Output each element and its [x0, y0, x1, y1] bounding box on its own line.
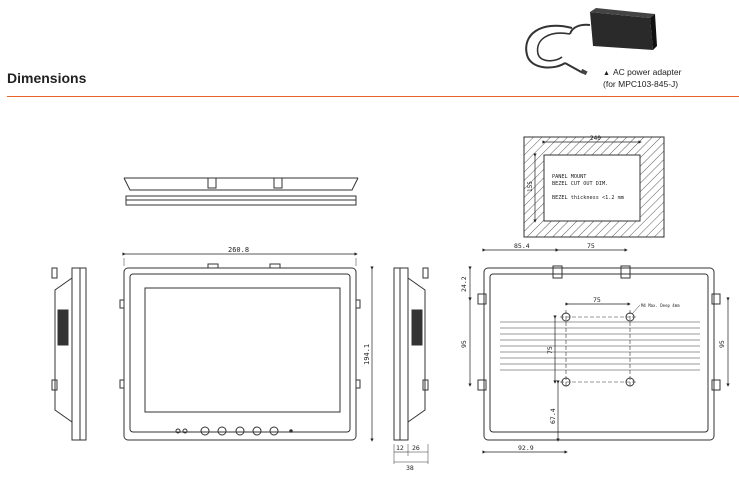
rear-bottom-h: 92.9 — [518, 444, 534, 452]
side-dim-b: 26 — [412, 444, 420, 452]
left-side-view-drawing — [51, 267, 87, 441]
front-height-label: 194.1 — [363, 344, 371, 365]
right-side-view-drawing — [393, 267, 429, 464]
adapter-caption-line1: AC power adapter — [612, 67, 682, 77]
front-width-label: 260.8 — [228, 246, 249, 254]
cutout-note-line3: BEZEL thickness <1.2 mm — [552, 195, 624, 201]
heatsink-fins — [500, 321, 700, 371]
side-dim-c: 38 — [406, 464, 414, 472]
cutout-width-label: 240 — [590, 135, 601, 142]
ac-adapter-image — [525, 8, 657, 76]
rear-top-b: 75 — [587, 242, 595, 250]
cutout-note-line1: PANEL MOUNT — [552, 174, 586, 180]
adapter-caption: ▲AC power adapter (for MPC103-845-J) — [603, 67, 681, 89]
rear-left-mid: 95 — [460, 340, 468, 348]
side-dim-a: 12 — [396, 444, 404, 452]
rear-inner-h: 75 — [593, 296, 601, 304]
rear-right-mid: 95 — [718, 340, 726, 348]
rear-inner-v: 75 — [546, 346, 554, 354]
rear-top-a: 85.4 — [514, 242, 530, 250]
cutout-note-line2: BEZEL CUT OUT DIM. — [552, 181, 608, 187]
front-view-drawing — [119, 252, 374, 442]
section-title: Dimensions — [7, 70, 87, 86]
top-view-drawing — [123, 177, 359, 206]
cutout-height-label: 155 — [527, 181, 534, 192]
rear-bottom-v: 67.4 — [549, 408, 557, 424]
cutout-drawing — [523, 136, 665, 238]
triangle-marker-icon: ▲ — [603, 70, 610, 77]
rear-left-top: 24.2 — [460, 276, 468, 292]
rear-view-drawing — [468, 248, 730, 454]
rear-screw-note: M4 Max. Deep 4mm — [641, 303, 680, 308]
section-divider — [7, 96, 739, 97]
adapter-caption-line2: (for MPC103-845-J) — [603, 79, 679, 89]
